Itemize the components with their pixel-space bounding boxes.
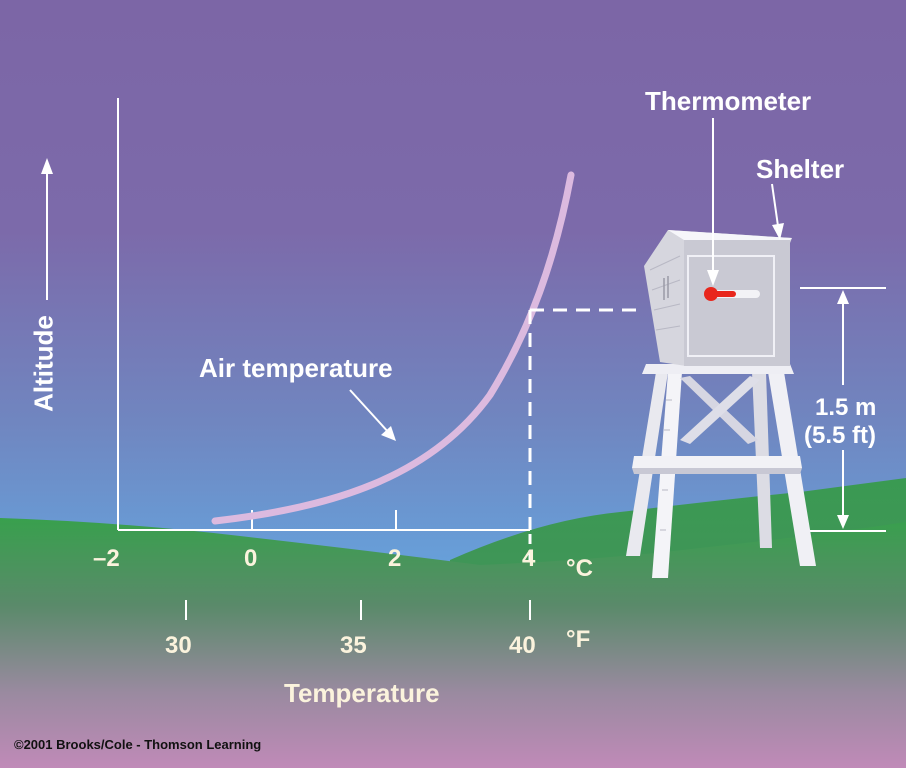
shelter-stand (626, 364, 816, 578)
thermometer-icon (704, 287, 760, 301)
celsius-tick-label: –2 (93, 545, 120, 572)
height-m-label: 1.5 m (815, 394, 877, 421)
celsius-tick-label: 0 (244, 545, 258, 572)
altitude-label: Altitude (28, 315, 59, 412)
air-temperature-label: Air temperature (199, 353, 393, 383)
thermometer-arrow-head (707, 270, 719, 286)
air-temperature-curve (211, 171, 575, 525)
height-arrow-up-head (837, 290, 849, 304)
copyright-text: ©2001 Brooks/Cole - Thomson Learning (14, 737, 262, 752)
celsius-tick-label: 2 (388, 545, 402, 572)
thermometer-label: Thermometer (645, 86, 812, 116)
fahrenheit-unit: °F (566, 626, 591, 653)
shelter-arrow-line (771, 183, 779, 227)
height-ft-label: (5.5 ft) (804, 422, 876, 449)
height-arrow-down-head (837, 515, 849, 529)
celsius-unit: °C (566, 555, 593, 582)
shelter-arrow-head (772, 223, 784, 240)
shelter-label: Shelter (756, 154, 845, 184)
fahrenheit-tick-label: 30 (165, 632, 192, 659)
temperature-axis-title: Temperature (284, 678, 440, 708)
pointer-arrow-line (349, 389, 391, 435)
fahrenheit-tick-label: 35 (340, 632, 367, 659)
pointer-arrow-head (381, 426, 396, 441)
ground (0, 518, 906, 768)
shelter-box (644, 230, 792, 366)
altitude-arrow-head (41, 158, 53, 174)
fahrenheit-tick-label: 40 (509, 632, 536, 659)
celsius-tick-label: 4 (522, 545, 536, 572)
